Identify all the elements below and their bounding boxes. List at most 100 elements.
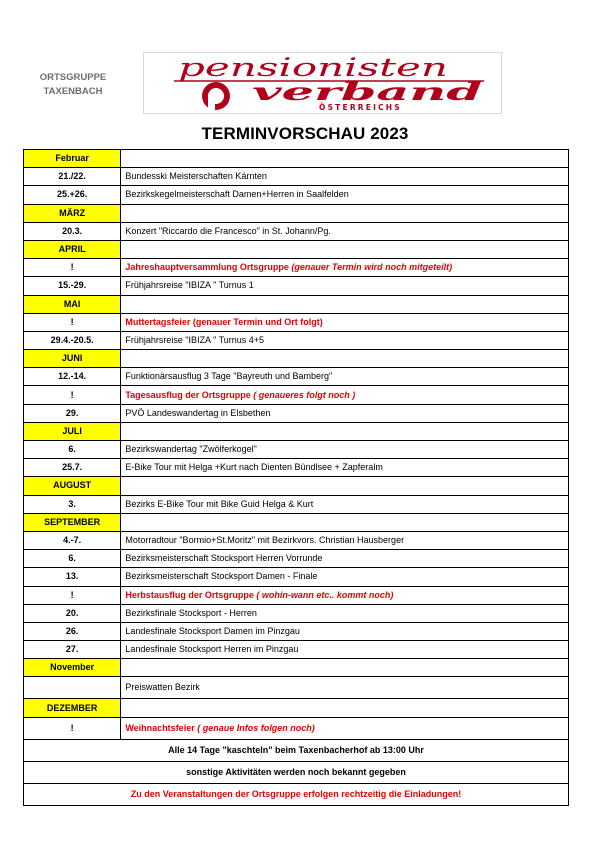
- event-date: 15.-29.: [22, 276, 122, 296]
- month-row: AUGUST: [22, 476, 569, 496]
- empty-cell: [120, 148, 569, 169]
- event-description: Bezirksfinale Stocksport - Herren: [120, 603, 569, 623]
- event-description: Frühjahrsreise "IBIZA " Turnus 4+5: [120, 330, 569, 351]
- footer-row: Alle 14 Tage "kaschteln" beim Taxenbache…: [23, 738, 569, 762]
- event-row: 12.-14.Funktionärsausflug 3 Tage "Bayreu…: [22, 367, 569, 387]
- event-description: Herbstausflug der Ortsgruppe ( wohin-wan…: [120, 585, 569, 605]
- event-text: Motorradtour "Bormio+St.Moritz" mit Bezi…: [125, 535, 405, 546]
- event-date: [22, 676, 122, 700]
- month-label: JUNI: [22, 349, 122, 369]
- event-date: !: [22, 585, 122, 605]
- event-note: (genauer Termin wird noch mitgeteilt): [291, 262, 453, 273]
- footer-row: sonstige Aktivitäten werden noch bekannt…: [23, 760, 569, 784]
- event-description: Jahreshauptversammlung Ortsgruppe (genau…: [120, 258, 569, 278]
- event-row: !Jahreshauptversammlung Ortsgruppe (gena…: [22, 258, 569, 278]
- month-label: Februar: [22, 148, 122, 169]
- month-row: SEPTEMBER: [22, 512, 569, 532]
- month-label: MÄRZ: [22, 203, 122, 223]
- logo-line-3: ÖSTERREICHS: [319, 103, 402, 112]
- event-text: Bezirkswandertag "Zwölferkogel": [125, 444, 257, 455]
- event-text: Frühjahrsreise "IBIZA " Turnus 1: [125, 280, 254, 291]
- event-date: 26.: [22, 621, 122, 642]
- event-description: E-Bike Tour mit Helga +Kurt nach Dienten…: [120, 458, 569, 478]
- month-row: MÄRZ: [22, 203, 569, 223]
- pvo-logo: pensionisten verband ÖSTERREICHS: [143, 52, 502, 114]
- month-row: November: [22, 658, 569, 678]
- event-text: Muttertagsfeier (genauer Termin und Ort …: [125, 316, 323, 327]
- month-row: DEZEMBER: [22, 698, 569, 718]
- event-date: 29.4.-20.5.: [22, 330, 122, 351]
- page-title: TERMINVORSCHAU 2023: [201, 124, 409, 143]
- event-text: Jahreshauptversammlung Ortsgruppe: [125, 262, 289, 273]
- month-label: DEZEMBER: [22, 698, 122, 718]
- event-date: 25.7.: [22, 458, 122, 478]
- event-date: 20.: [22, 603, 122, 623]
- empty-cell: [120, 203, 569, 223]
- event-note: ( wohin-wann etc.. kommt noch): [256, 589, 394, 600]
- event-description: Muttertagsfeier (genauer Termin und Ort …: [120, 312, 569, 332]
- month-label: November: [22, 658, 122, 678]
- event-date: 6.: [22, 549, 122, 569]
- empty-cell: [120, 421, 569, 442]
- event-text: Landesfinale Stocksport Damen im Pinzgau: [125, 625, 300, 636]
- event-description: Bezirks E-Bike Tour mit Bike Guid Helga …: [120, 494, 569, 514]
- event-text: PVÖ Landeswandertag in Elsbethen: [125, 407, 271, 418]
- org-line-1: ORTSGRUPPE: [39, 72, 107, 83]
- month-row: JULI: [22, 421, 569, 442]
- event-text: Herbstausflug der Ortsgruppe: [125, 589, 254, 600]
- event-row: 3.Bezirks E-Bike Tour mit Bike Guid Helg…: [22, 494, 569, 514]
- event-description: Motorradtour "Bormio+St.Moritz" mit Bezi…: [120, 530, 569, 551]
- event-description: Landesfinale Stocksport Damen im Pinzgau: [120, 621, 569, 642]
- month-label: MAI: [22, 294, 122, 314]
- event-text: Bezirksmeisterschaft Stocksport Damen - …: [125, 571, 318, 582]
- empty-cell: [120, 349, 569, 369]
- event-description: Weihnachtsfeier ( genaue Infos folgen no…: [120, 716, 569, 740]
- event-row: Preiswatten Bezirk: [22, 676, 569, 700]
- event-row: !Tagesausflug der Ortsgruppe ( genaueres…: [22, 385, 569, 405]
- event-date: 3.: [22, 494, 122, 514]
- event-text: Tagesausflug der Ortsgruppe: [125, 389, 251, 400]
- event-text: Frühjahrsreise "IBIZA " Turnus 4+5: [125, 334, 265, 345]
- event-text: Bezirkskegelmeisterschaft Damen+Herren i…: [125, 189, 349, 200]
- empty-cell: [120, 512, 569, 532]
- event-text: E-Bike Tour mit Helga +Kurt nach Dienten…: [125, 462, 383, 473]
- event-row: !Muttertagsfeier (genauer Termin und Ort…: [22, 312, 569, 332]
- event-date: 4.-7.: [22, 530, 122, 551]
- event-date: 12.-14.: [22, 367, 122, 387]
- event-date: 21./22.: [22, 167, 122, 187]
- event-date: !: [22, 385, 122, 405]
- event-date: !: [22, 258, 122, 278]
- footer-note: Zu den Veranstaltungen der Ortsgruppe er…: [23, 782, 569, 806]
- event-description: Landesfinale Stocksport Herren im Pinzga…: [120, 640, 569, 660]
- event-row: 29.4.-20.5.Frühjahrsreise "IBIZA " Turnu…: [22, 330, 569, 351]
- event-note: ( genaue Infos folgen noch): [197, 722, 315, 733]
- footer-note: Alle 14 Tage "kaschteln" beim Taxenbache…: [23, 738, 569, 762]
- event-description: PVÖ Landeswandertag in Elsbethen: [120, 403, 569, 423]
- event-text: Bezirks E-Bike Tour mit Bike Guid Helga …: [125, 498, 314, 509]
- event-row: 13.Bezirksmeisterschaft Stocksport Damen…: [22, 567, 569, 587]
- event-description: Bezirksmeisterschaft Stocksport Damen - …: [120, 567, 569, 587]
- month-label: SEPTEMBER: [22, 512, 122, 532]
- event-date: 6.: [22, 439, 122, 460]
- event-text: Weihnachtsfeier: [125, 722, 195, 733]
- event-text: Bezirksfinale Stocksport - Herren: [125, 607, 257, 618]
- footer-note: sonstige Aktivitäten werden noch bekannt…: [23, 760, 569, 784]
- event-description: Funktionärsausflug 3 Tage "Bayreuth und …: [120, 367, 569, 387]
- event-description: Bezirkskegelmeisterschaft Damen+Herren i…: [120, 185, 569, 205]
- event-text: Landesfinale Stocksport Herren im Pinzga…: [125, 644, 299, 655]
- month-row: Februar: [22, 148, 569, 169]
- org-line-2: TAXENBACH: [43, 86, 103, 97]
- month-row: MAI: [22, 294, 569, 314]
- empty-cell: [120, 294, 569, 314]
- month-label: APRIL: [22, 239, 122, 260]
- event-row: 6.Bezirkswandertag "Zwölferkogel": [22, 439, 569, 460]
- month-row: JUNI: [22, 349, 569, 369]
- event-row: !Herbstausflug der Ortsgruppe ( wohin-wa…: [22, 585, 569, 605]
- event-description: Bezirkswandertag "Zwölferkogel": [120, 439, 569, 460]
- event-date: 25.+26.: [22, 185, 122, 205]
- event-row: 21./22.Bundesski Meisterschaften Kärnten: [22, 167, 569, 187]
- event-row: !Weihnachtsfeier ( genaue Infos folgen n…: [22, 716, 569, 740]
- event-text: Bundesski Meisterschaften Kärnten: [125, 171, 267, 182]
- month-label: AUGUST: [22, 476, 122, 496]
- empty-cell: [120, 239, 569, 260]
